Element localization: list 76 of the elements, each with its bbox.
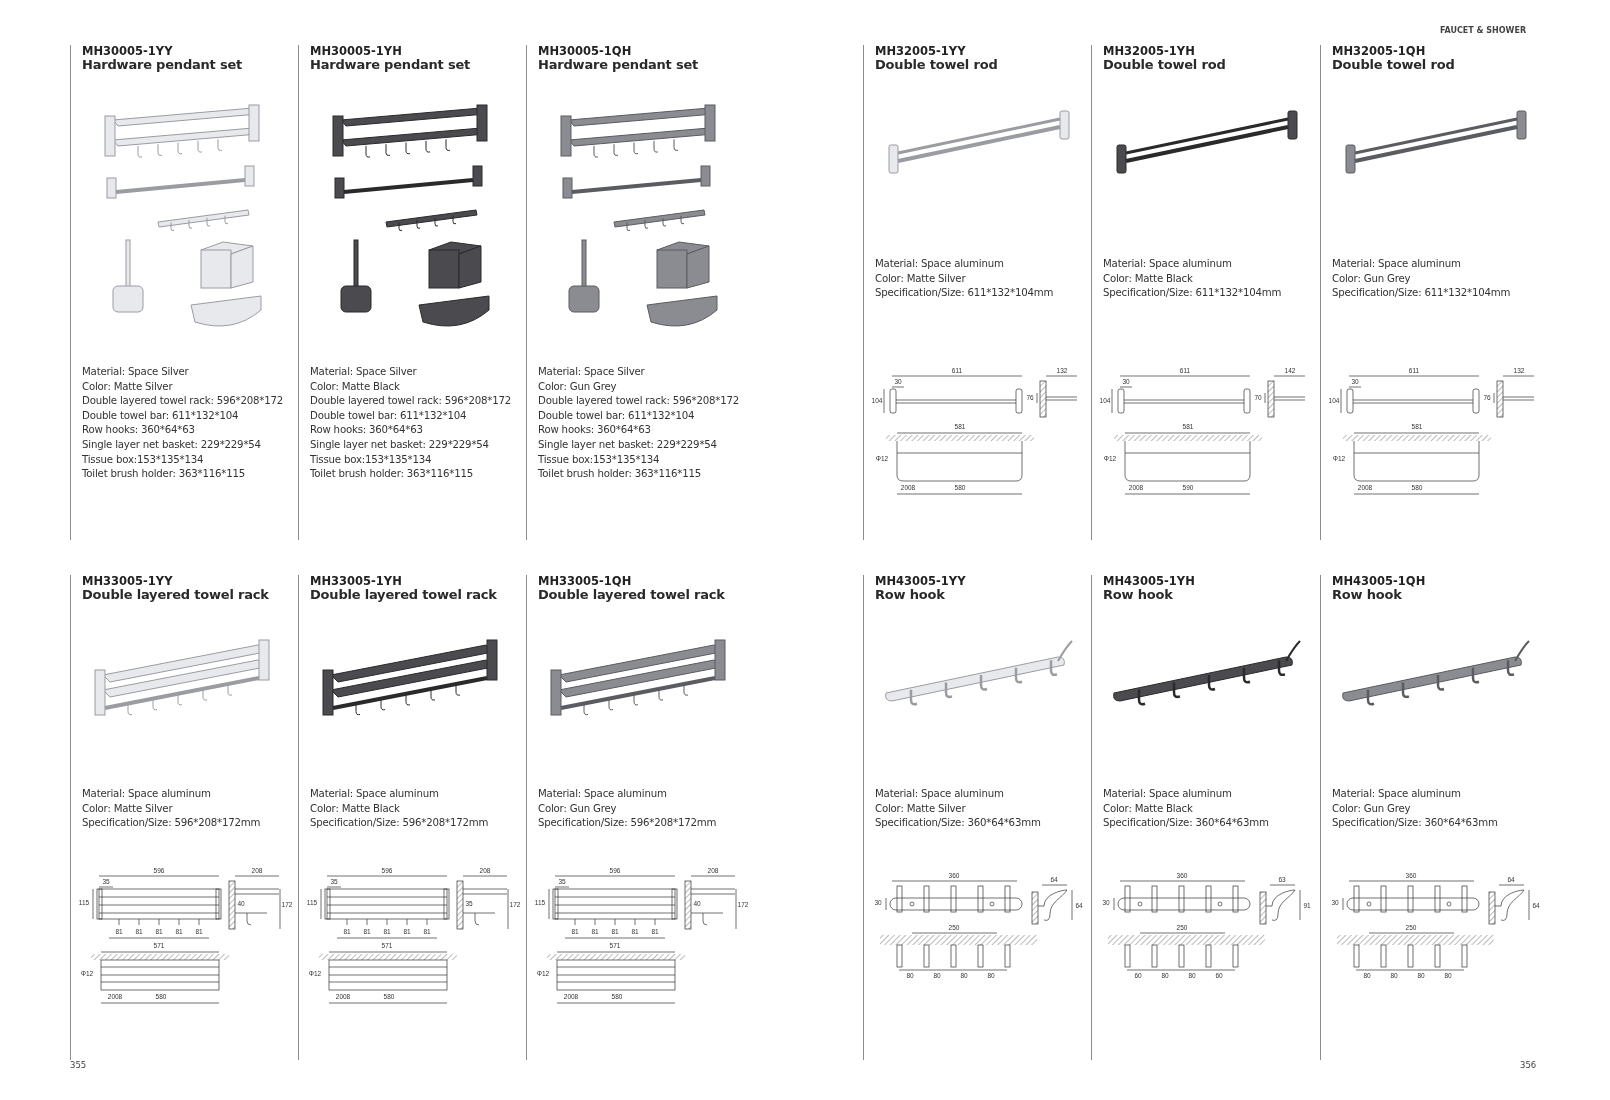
spec-text: Color: Gun Grey [538,379,618,394]
spec-text: Color: Gun Grey [1332,271,1412,286]
spec-text: Double towel bar: 611*132*104 [538,408,696,423]
spec-text: Color: Matte Silver [82,801,174,816]
spec-text: Specification/Size: 360*64*63mm [875,816,1041,831]
spec-text: Color: Matte Silver [875,801,967,816]
spec-text: Single layer net basket: 229*229*54 [538,437,718,452]
product-name: Double layered towel rack [310,587,497,602]
model-number: MH32005-1YH [1103,45,1195,58]
spec-text: Material: Space aluminum [1332,787,1462,801]
spec-text: Specification/Size: 360*64*63mm [1332,816,1498,831]
spec-text: Color: Gun Grey [1332,801,1412,816]
spec-text: Material: Space Silver [82,365,190,379]
spec-text: Row hooks: 360*64*63 [310,423,424,438]
spec-text: Double layered towel rack: 596*208*172 [538,394,740,409]
spec-text: Specification/Size: 611*132*104mm [875,286,1054,301]
product-name: Double towel rod [1332,57,1455,72]
spec-text: Color: Matte Black [310,801,401,816]
product-name: Row hook [1332,587,1402,602]
spec-text: Color: Matte Silver [875,271,967,286]
spec-text: Material: Space aluminum [310,787,440,801]
product-name: Hardware pendant set [310,57,471,72]
spec-text: Double layered towel rack: 596*208*172 [310,394,512,409]
spec-text: Color: Matte Black [1103,271,1194,286]
spec-text: Row hooks: 360*64*63 [82,423,196,438]
product-name: Hardware pendant set [82,57,243,72]
spec-text: Double layered towel rack: 596*208*172 [82,394,284,409]
spec-text: Specification/Size: 596*208*172mm [310,816,489,831]
spec-text: Material: Space Silver [538,365,646,379]
spec-text: Specification/Size: 611*132*104mm [1103,286,1282,301]
model-number: MH30005-1YH [310,45,402,58]
spec-text: Material: Space aluminum [82,787,212,801]
product-name: Double towel rod [875,57,998,72]
spec-text: Double towel bar: 611*132*104 [82,408,240,423]
model-number: MH33005-1YY [82,575,173,588]
spec-text: Color: Matte Black [310,379,401,394]
model-number: MH33005-1QH [538,575,632,588]
model-number: MH32005-1YY [875,45,966,58]
spec-text: Specification/Size: 360*64*63mm [1103,816,1269,831]
model-number: MH43005-1YY [875,575,966,588]
spec-text: Specification/Size: 611*132*104mm [1332,286,1511,301]
spec-text: Single layer net basket: 229*229*54 [310,437,490,452]
spec-text: Color: Matte Black [1103,801,1194,816]
spec-text: Toilet brush holder: 363*116*115 [538,467,703,482]
spec-text: Material: Space aluminum [875,257,1005,271]
product-name: Row hook [1103,587,1173,602]
model-number: MH33005-1YH [310,575,402,588]
spec-text: Material: Space aluminum [875,787,1005,801]
spec-text: Material: Space aluminum [1332,257,1462,271]
model-number: MH32005-1QH [1332,45,1426,58]
spec-text: Specification/Size: 596*208*172mm [538,816,717,831]
spec-text: Material: Space aluminum [1103,257,1233,271]
product-name: Hardware pendant set [538,57,699,72]
spec-text: Double towel bar: 611*132*104 [310,408,468,423]
model-number: MH43005-1YH [1103,575,1195,588]
spec-text: Tissue box:153*135*134 [310,452,433,467]
model-number: MH30005-1YY [82,45,173,58]
section-heading: FAUCET & SHOWER [1440,26,1527,35]
spec-text: Row hooks: 360*64*63 [538,423,652,438]
model-number: MH30005-1QH [538,45,632,58]
spec-text: Material: Space aluminum [538,787,668,801]
product-name: Double towel rod [1103,57,1226,72]
spec-text: Tissue box:153*135*134 [82,452,205,467]
spec-text: Toilet brush holder: 363*116*115 [82,467,247,482]
spec-text: Tissue box:153*135*134 [538,452,661,467]
spec-text: Material: Space Silver [310,365,418,379]
spec-text: Color: Matte Silver [82,379,174,394]
product-name: Double layered towel rack [82,587,269,602]
model-number: MH43005-1QH [1332,575,1426,588]
spec-text: Toilet brush holder: 363*116*115 [310,467,475,482]
product-name: Double layered towel rack [538,587,725,602]
spec-text: Color: Gun Grey [538,801,618,816]
product-name: Row hook [875,587,945,602]
spec-text: Specification/Size: 596*208*172mm [82,816,261,831]
spec-text: Material: Space aluminum [1103,787,1233,801]
spec-text: Single layer net basket: 229*229*54 [82,437,262,452]
